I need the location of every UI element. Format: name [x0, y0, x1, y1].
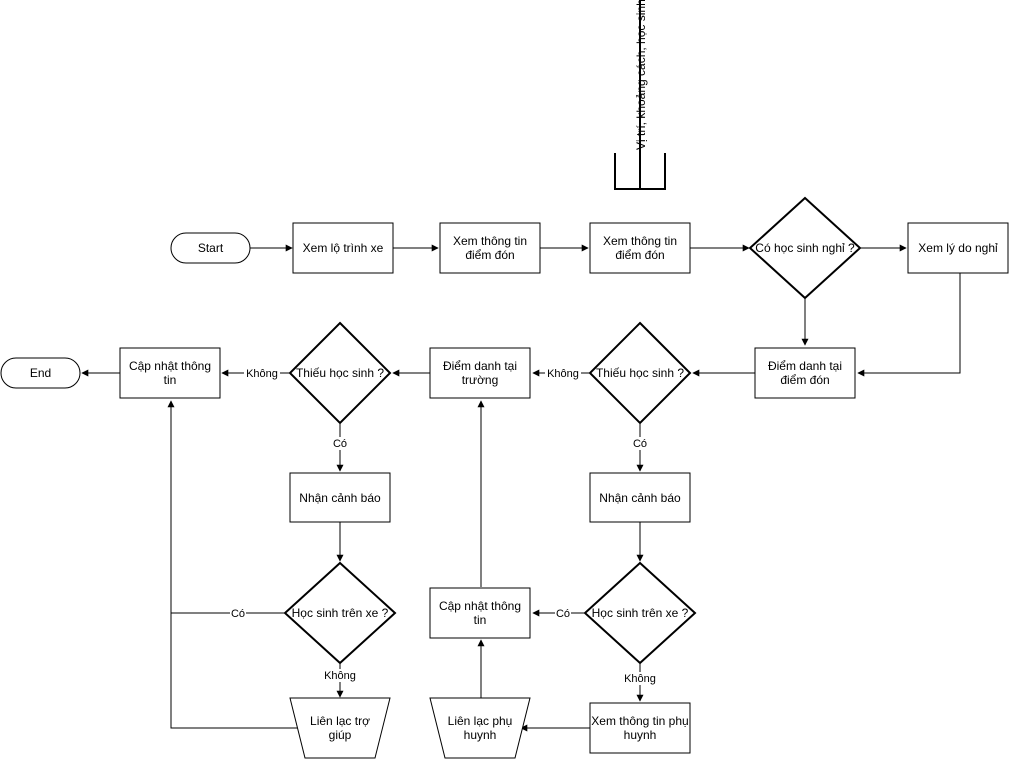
edge-label-co-left-top: Có: [333, 438, 347, 450]
node-cap-nhat-top-line1: Cập nhật thông: [129, 359, 211, 373]
node-nhan-canh-bao-left-label: Nhận cảnh báo: [299, 491, 381, 505]
edge-label-co-left-mid: Có: [231, 608, 245, 620]
node-cap-nhat-top-line2: tin: [164, 373, 177, 387]
edge-label-co-right-mid: Có: [556, 608, 570, 620]
node-hs-tren-xe-right-label: Học sinh trên xe ?: [592, 606, 689, 620]
node-start[interactable]: Start: [170, 232, 251, 264]
node-diem-danh-truong[interactable]: Điểm danh tại trường: [429, 347, 531, 399]
node-diem-danh-truong-line1: Điểm danh tại: [443, 359, 517, 373]
datastore: Vị trí, khoảng cách, học sinh: [614, 0, 666, 190]
node-co-hoc-sinh-nghi-label: Có học sinh nghỉ ?: [755, 241, 855, 255]
node-lien-lac-phu-huynh-line1: Liên lạc phụ: [448, 714, 513, 728]
node-diem-danh-don-line1: Điểm danh tại: [768, 359, 842, 373]
node-xem-thong-tin-phu-huynh[interactable]: Xem thông tin phụ huynh: [589, 702, 691, 754]
node-cap-nhat-top[interactable]: Cập nhật thông tin: [119, 347, 221, 399]
node-xem-thong-tin-1-line1: Xem thông tin: [453, 234, 527, 248]
datastore-label: Vị trí, khoảng cách, học sinh: [634, 0, 648, 150]
node-nhan-canh-bao-left[interactable]: Nhận cảnh báo: [289, 472, 391, 523]
edges: [81, 244, 961, 732]
node-xem-lo-trinh-label: Xem lộ trình xe: [303, 241, 384, 255]
node-thieu-hs-right[interactable]: Thiếu học sinh ?: [588, 321, 692, 425]
node-thieu-hs-left[interactable]: Thiếu học sinh ?: [288, 321, 392, 425]
node-xem-ly-do-label: Xem lý do nghỉ: [918, 241, 998, 255]
node-xem-lo-trinh[interactable]: Xem lộ trình xe: [292, 222, 394, 274]
edge-tren-xe-left-to-cap-nhat-top: [167, 400, 285, 614]
node-lien-lac-phu-huynh[interactable]: Liên lạc phụ huynh: [429, 697, 531, 759]
edge-labels: Không Không Có Có Có Có Không Không: [230, 367, 658, 685]
node-hs-tren-xe-left[interactable]: Học sinh trên xe ?: [283, 561, 397, 665]
node-xem-ly-do[interactable]: Xem lý do nghỉ: [907, 222, 1009, 274]
node-end-label: End: [30, 366, 51, 380]
node-xem-thong-tin-1[interactable]: Xem thông tin điểm đón: [439, 222, 541, 274]
node-co-hoc-sinh-nghi[interactable]: Có học sinh nghỉ ?: [748, 196, 862, 300]
node-start-label: Start: [198, 241, 224, 255]
node-lien-lac-tro-giup-line2: giúp: [329, 728, 352, 742]
node-nhan-canh-bao-right-label: Nhận cảnh báo: [599, 491, 681, 505]
node-xem-thong-tin-2[interactable]: Xem thông tin điểm đón: [589, 222, 691, 274]
node-thieu-hs-right-label: Thiếu học sinh ?: [596, 366, 684, 380]
node-thieu-hs-left-label: Thiếu học sinh ?: [296, 366, 384, 380]
node-hs-tren-xe-left-label: Học sinh trên xe ?: [292, 606, 389, 620]
edge-label-khong-left-bottom: Không: [324, 670, 356, 682]
node-xem-thong-tin-phu-huynh-line2: huynh: [624, 728, 657, 742]
node-cap-nhat-mid-line2: tin: [474, 613, 487, 627]
node-hs-tren-xe-right[interactable]: Học sinh trên xe ?: [583, 561, 697, 665]
node-xem-thong-tin-phu-huynh-line1: Xem thông tin phụ: [591, 714, 688, 728]
node-lien-lac-tro-giup-line1: Liên lạc trợ: [310, 714, 370, 728]
edge-label-khong-right-bottom: Không: [624, 673, 656, 685]
edge-ly-do-to-diem-danh-don: [857, 273, 961, 377]
edge-label-co-right-top: Có: [633, 438, 647, 450]
node-xem-thong-tin-2-line2: điểm đón: [615, 248, 664, 262]
node-diem-danh-truong-line2: trường: [462, 373, 499, 387]
node-lien-lac-tro-giup[interactable]: Liên lạc trợ giúp: [289, 697, 391, 759]
edge-tro-giup-to-cap-nhat: [170, 613, 305, 729]
edge-label-khong-left: Không: [246, 368, 278, 380]
node-diem-danh-don-line2: điểm đón: [780, 373, 829, 387]
node-cap-nhat-mid[interactable]: Cập nhật thông tin: [429, 587, 531, 639]
node-end[interactable]: End: [0, 357, 81, 389]
node-xem-thong-tin-1-line2: điểm đón: [465, 248, 514, 262]
node-nhan-canh-bao-right[interactable]: Nhận cảnh báo: [589, 472, 691, 523]
node-xem-thong-tin-2-line1: Xem thông tin: [603, 234, 677, 248]
node-cap-nhat-mid-line1: Cập nhật thông: [439, 599, 521, 613]
edge-label-khong-right: Không: [547, 368, 579, 380]
node-diem-danh-don[interactable]: Điểm danh tại điểm đón: [754, 347, 856, 399]
node-lien-lac-phu-huynh-line2: huynh: [464, 728, 497, 742]
